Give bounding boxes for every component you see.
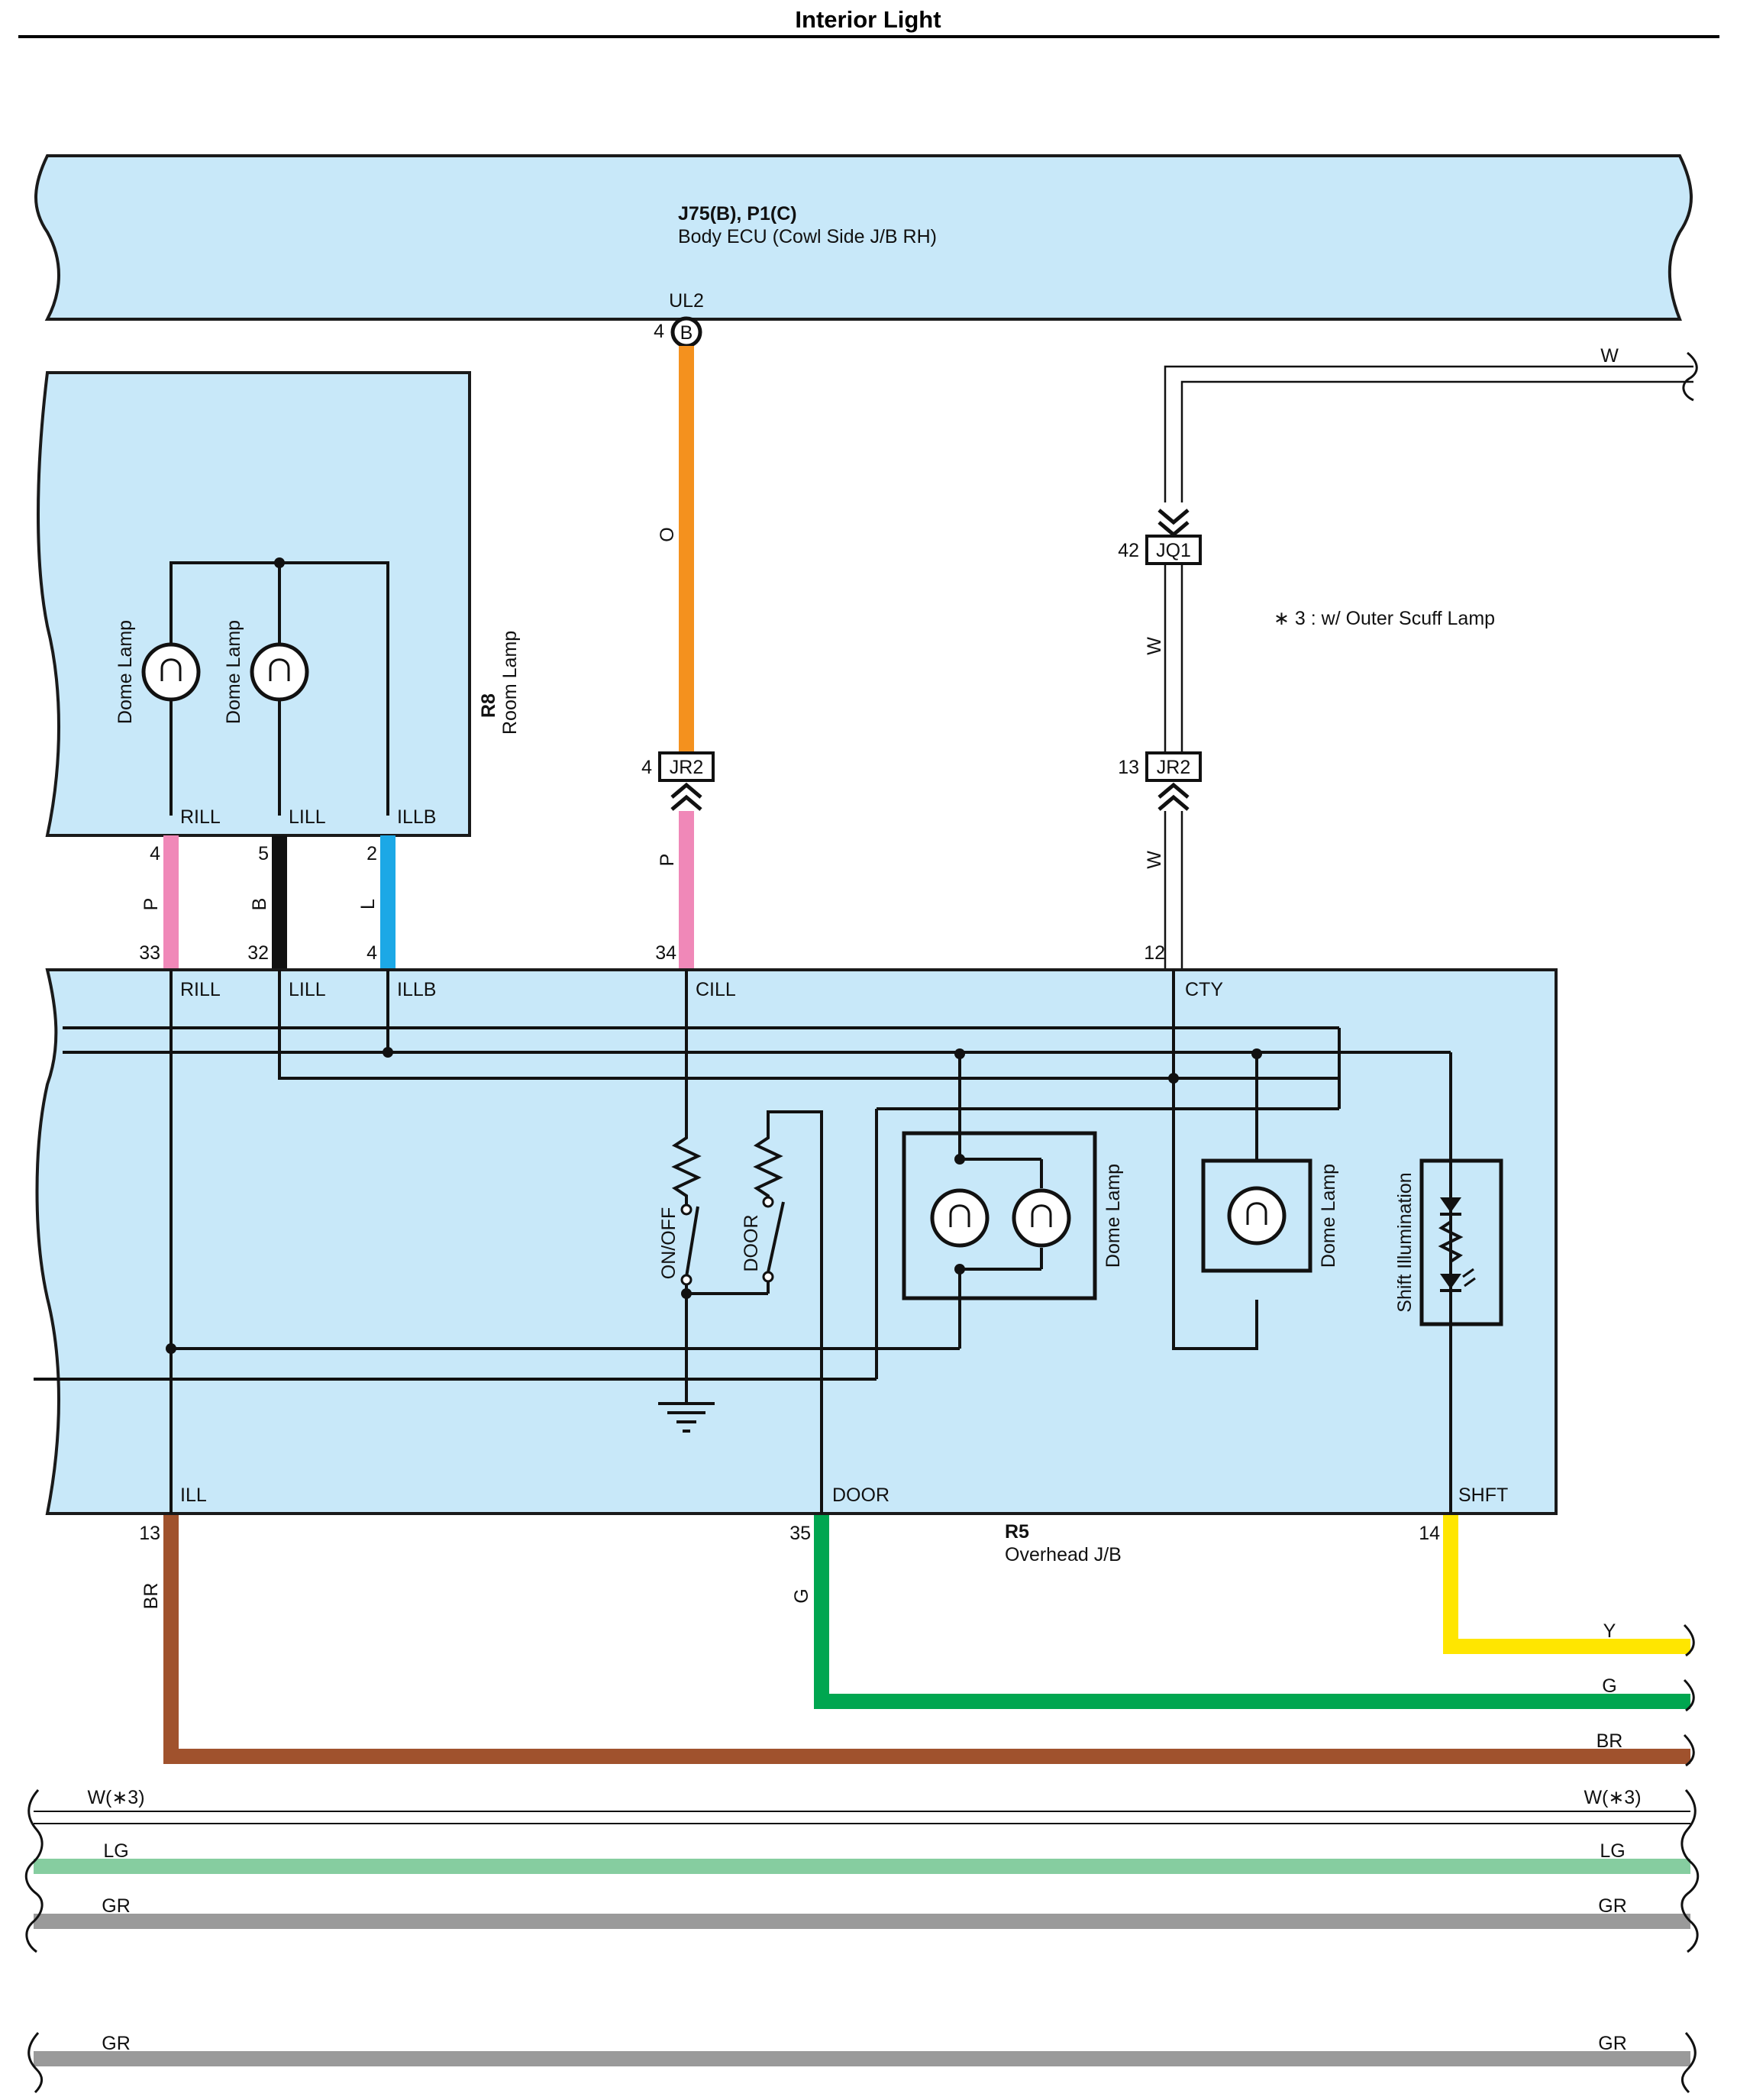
overhead-jb-name: Overhead J/B (1005, 1544, 1122, 1565)
shift-illumination-frame (1419, 1158, 1503, 1326)
bus-lg-left: LG (103, 1840, 128, 1862)
ground-icon (658, 1402, 715, 1433)
shift-illumination-label: Shift Illumination (1394, 1172, 1416, 1312)
overhead-jb-id: R5 (1005, 1521, 1029, 1543)
on-off-switch-icon (671, 1127, 702, 1294)
r8-terminal-rill: RILL (180, 806, 221, 828)
room-lamp-box (37, 371, 471, 837)
overhead-dome-lamp-3-icon (1227, 1186, 1287, 1245)
right-label-g: G (1602, 1675, 1616, 1697)
connector-jr2-a-label: JR2 (670, 757, 703, 778)
connector-jr2-b-pin: 13 (1118, 757, 1139, 778)
bus-break-icons (24, 1789, 1700, 2094)
room-dome-lamp-1-icon (141, 642, 201, 702)
overhead-dome-lamp-label: Dome Lamp (1103, 1164, 1124, 1268)
r8-terminal-lill: LILL (289, 806, 326, 828)
switch-door-label: DOOR (741, 1215, 762, 1272)
connector-jr2-a-pin: 4 (641, 757, 652, 778)
room-dome-lamp-2-icon (250, 642, 309, 702)
r5-pin-door: 35 (789, 1523, 811, 1544)
bus-gr2-left: GR (102, 2033, 131, 2054)
r5-pin-shft: 14 (1419, 1523, 1440, 1544)
wire-shft-yellow (1443, 1515, 1690, 1654)
body-ecu-pin: 4 (654, 321, 664, 342)
body-ecu-box (34, 154, 1693, 321)
wire-w-outer (1164, 365, 1693, 502)
bus-w-right: W(∗3) (1584, 1787, 1641, 1808)
overhead-dome-lamp-frame (902, 1131, 1097, 1300)
r5-pin-rill: 33 (139, 942, 160, 964)
r8-pin-illb: 2 (366, 843, 377, 864)
wire-code-illb: L (357, 899, 379, 909)
overhead-dome-lamp-1-icon (930, 1188, 990, 1248)
r5-terminal-shft: SHFT (1458, 1485, 1508, 1506)
right-break-icons (1683, 1623, 1695, 1767)
connector-jq1 (1145, 535, 1202, 565)
body-ecu-name: Body ECU (Cowl Side J/B RH) (678, 226, 937, 247)
room-dome-lamp-1-label: Dome Lamp (115, 620, 136, 724)
page-title: Interior Light (795, 6, 941, 33)
wire-code-cill: P (657, 854, 678, 867)
r5-terminal-lill: LILL (289, 979, 326, 1000)
bus-gr2-right: GR (1598, 2033, 1627, 2054)
bus-w-left: W(∗3) (87, 1787, 144, 1808)
r5-pin-ill: 13 (139, 1523, 160, 1544)
r5-terminal-illb: ILLB (397, 979, 436, 1000)
connector-jq1-pin: 42 (1118, 540, 1139, 561)
r8-pin-rill: 4 (150, 843, 160, 864)
jr2-a-chevron-icon (670, 782, 702, 811)
jq1-chevron-icon (1157, 509, 1190, 538)
connector-jq1-label: JQ1 (1156, 540, 1191, 561)
r5-pin-cty: 12 (1144, 942, 1165, 964)
connector-jr2-b (1145, 751, 1202, 782)
wire-code-lill: B (249, 898, 270, 911)
overhead-dome-lamp-2-icon (1012, 1188, 1071, 1248)
door-switch-icon (753, 1127, 785, 1283)
r5-terminal-cill: CILL (696, 979, 736, 1000)
overhead-dome-lamp-b-frame (1201, 1158, 1312, 1273)
r5-terminal-ill: ILL (180, 1485, 207, 1506)
shift-illumination-led-icon (1438, 1161, 1476, 1324)
wire-w-inner (1180, 380, 1693, 502)
room-lamp-id: R8 (478, 693, 499, 718)
room-dome-lamp-2-label: Dome Lamp (223, 620, 244, 724)
wire-code-cty-lower: W (1144, 851, 1165, 869)
bus-gr-left: GR (102, 1895, 131, 1917)
body-ecu-connector-letter: B (680, 322, 693, 344)
wire-code-ill: BR (140, 1583, 162, 1610)
wire-code-cty-top: W (1600, 345, 1619, 367)
body-ecu-terminal-ul2: UL2 (669, 290, 704, 312)
right-label-y: Y (1603, 1620, 1616, 1642)
r5-pin-lill: 32 (247, 942, 269, 964)
right-label-br: BR (1597, 1730, 1623, 1752)
r8-pin-lill: 5 (258, 843, 269, 864)
r8-terminal-illb: ILLB (397, 806, 436, 828)
connector-jr2-a (658, 751, 715, 782)
connector-jr2-b-label: JR2 (1157, 757, 1190, 778)
wire-code-door: G (791, 1588, 812, 1603)
wire-w-break-icon (1682, 351, 1698, 402)
body-ecu-id: J75(B), P1(C) (678, 203, 797, 225)
wire-code-rill: P (140, 898, 162, 911)
r5-terminal-cty: CTY (1185, 979, 1223, 1000)
switch-on-off-label: ON/OFF (658, 1207, 680, 1279)
bus-gr-right: GR (1598, 1895, 1627, 1917)
room-lamp-name: Room Lamp (499, 631, 521, 735)
wire-code-ul2: O (657, 527, 678, 541)
wire-door-green (814, 1515, 1690, 1709)
wire-code-cty-upper: W (1144, 637, 1165, 655)
r5-terminal-door: DOOR (832, 1485, 889, 1506)
jr2-b-chevron-icon (1157, 782, 1190, 811)
r5-terminal-rill: RILL (180, 979, 221, 1000)
room-lamp-junction (274, 557, 285, 568)
bus-lg-right: LG (1600, 1840, 1625, 1862)
overhead-dome-lamp-b-label: Dome Lamp (1318, 1164, 1339, 1268)
note-outer-scuff-lamp: ∗ 3 : w/ Outer Scuff Lamp (1274, 608, 1495, 629)
wire-ill-brown (163, 1515, 1690, 1764)
r5-pin-illb: 4 (366, 942, 377, 964)
r5-pin-cill: 34 (655, 942, 676, 964)
